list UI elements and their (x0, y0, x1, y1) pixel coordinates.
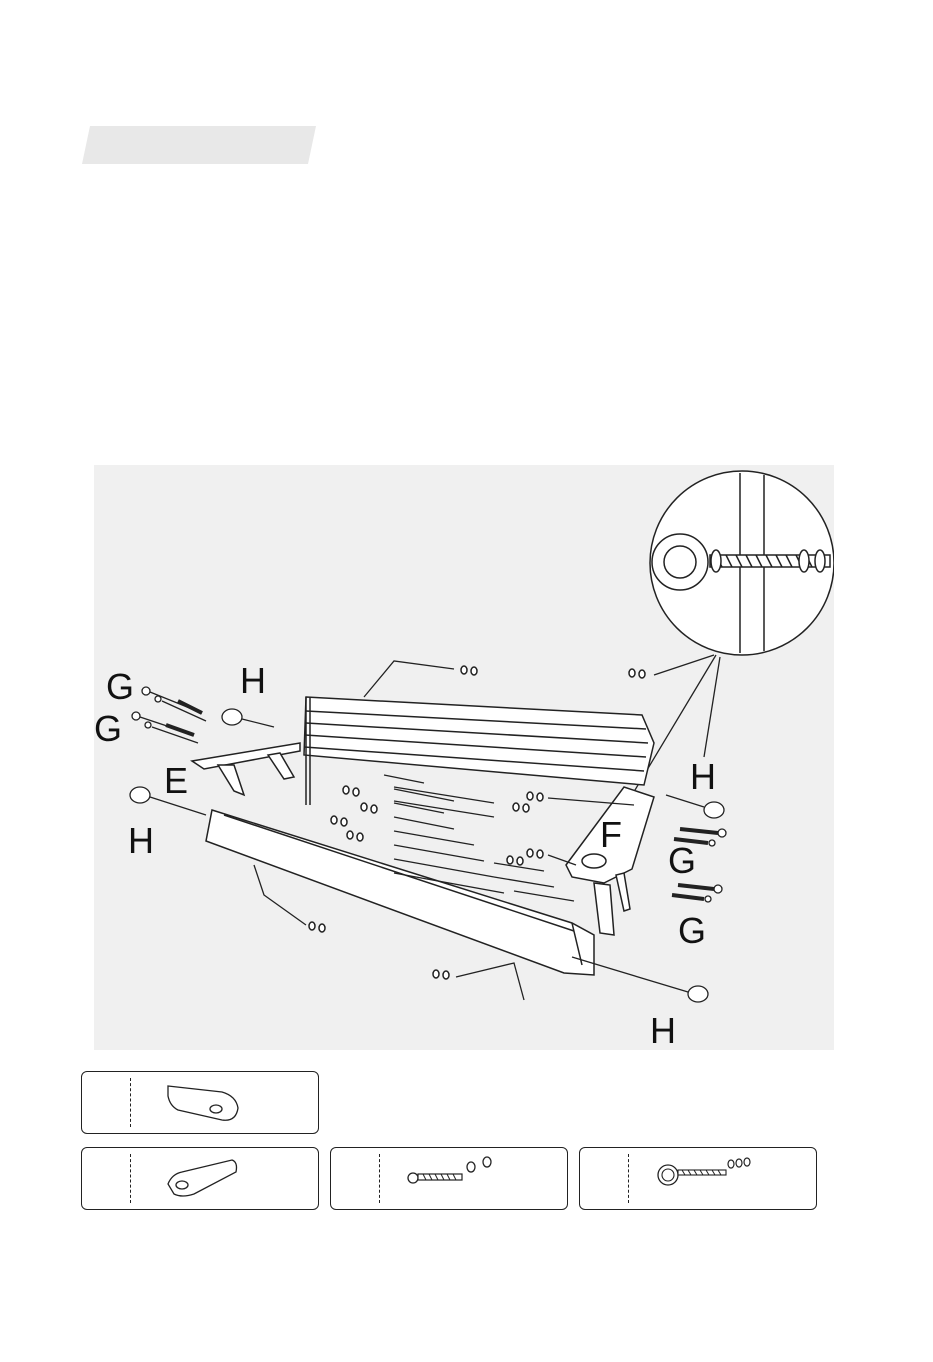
part-code (82, 1072, 130, 1133)
callout-g: G (94, 708, 122, 749)
callout-h: H (690, 756, 716, 797)
part-code (331, 1148, 379, 1209)
callout-g: G (668, 840, 696, 881)
callout-e: E (164, 760, 188, 801)
callout-h: H (650, 1010, 676, 1050)
step-banner (82, 126, 316, 164)
eye-bolt-icon (630, 1148, 810, 1209)
carriage-bolt-icon (381, 1148, 561, 1209)
assembly-illustration: G G H E H H F G G H (94, 465, 834, 1050)
part-code (82, 1148, 130, 1209)
detail-magnifier (650, 471, 834, 655)
part-code (580, 1148, 628, 1209)
part-box-armrest-right (81, 1071, 319, 1134)
callout-f: F (600, 814, 622, 855)
callout-g: G (106, 666, 134, 707)
part-box-armrest-left (81, 1147, 319, 1210)
callout-h: H (128, 820, 154, 861)
armrest-icon (132, 1148, 312, 1209)
callout-g: G (678, 910, 706, 951)
part-box-carriage-bolt (330, 1147, 568, 1210)
armrest-icon (132, 1072, 312, 1133)
part-box-eye-bolt (579, 1147, 817, 1210)
callout-h: H (240, 660, 266, 701)
